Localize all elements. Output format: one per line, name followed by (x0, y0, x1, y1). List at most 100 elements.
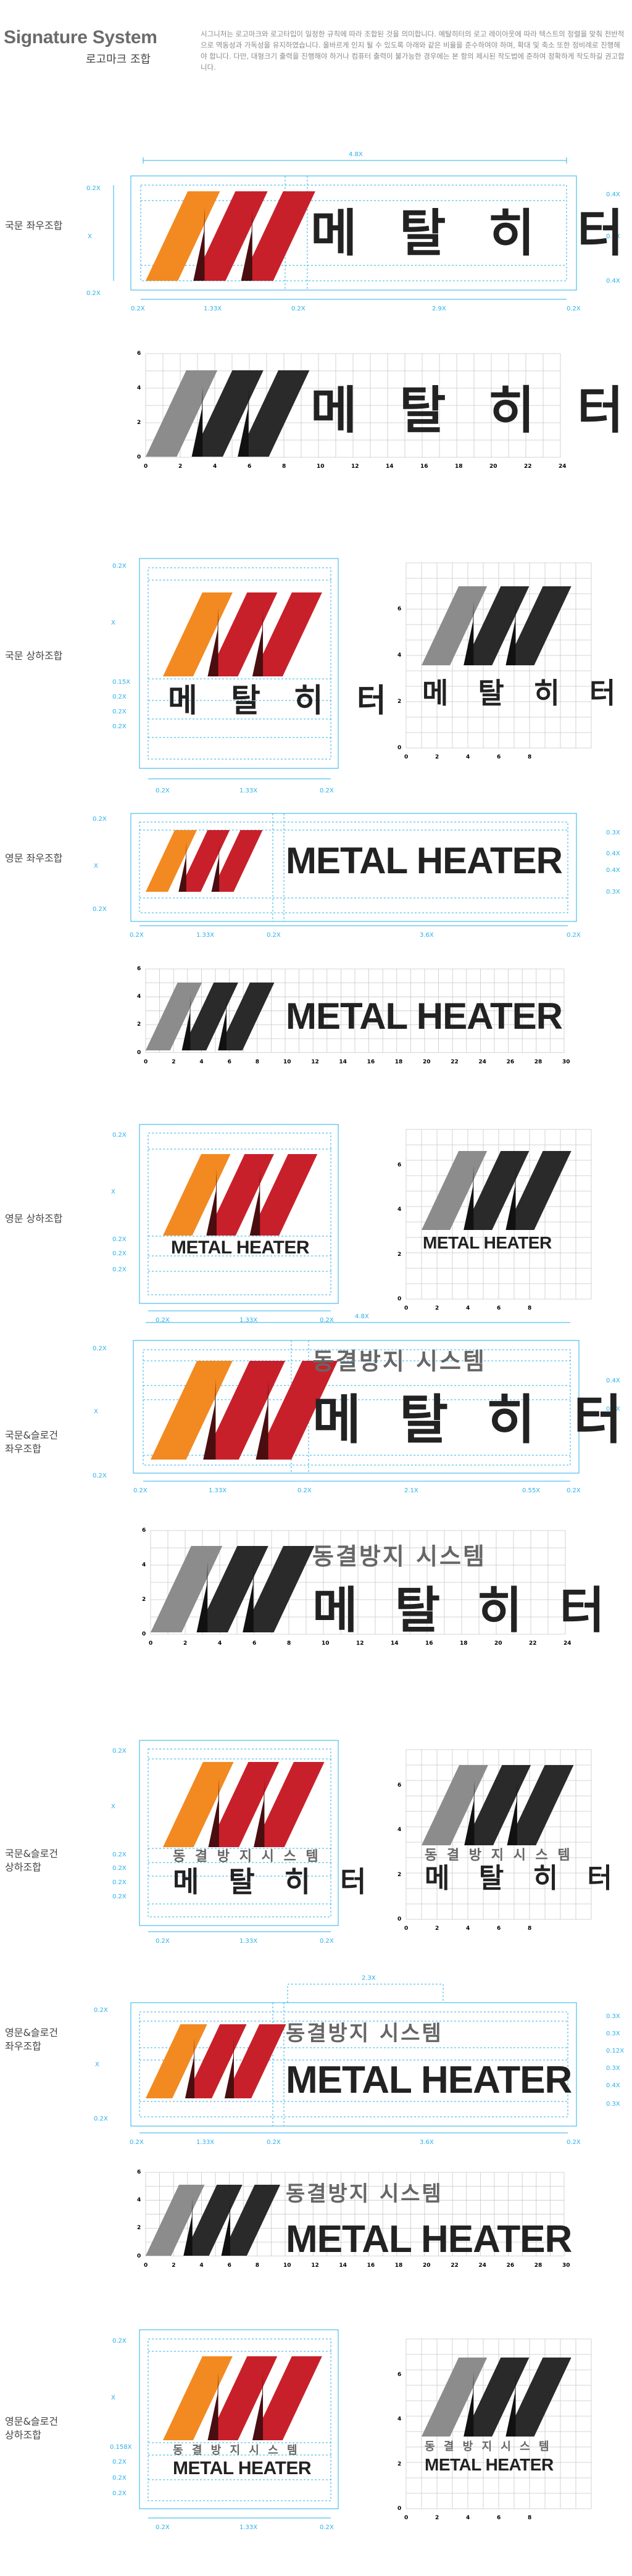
logo-mark-stroke (178, 830, 230, 892)
grid-y-tick: 6 (397, 606, 402, 612)
dimension-label: 0.2X (112, 2490, 127, 2497)
page-description: 시그니처는 로고마크와 로고타입이 일정한 규칙에 따라 조합된 것을 의미합니… (201, 30, 625, 72)
dimension-label: 0.2X (267, 932, 281, 939)
logo-mark-shadow (218, 994, 227, 1050)
guide-box-inner (139, 821, 568, 913)
logo-mark-stroke (464, 1151, 530, 1230)
grid-y-tick: 0 (137, 1049, 141, 1056)
grid-x-tick: 8 (528, 1926, 532, 1932)
guide-box-outer (139, 558, 339, 769)
dimension-label: 0.2X (86, 290, 101, 297)
grid-x-tick: 12 (356, 1640, 364, 1647)
dimension-label: 2.9X (432, 305, 446, 312)
grid-x-tick: 20 (494, 1640, 502, 1647)
dimension-label: 2.1X (404, 1487, 418, 1494)
dimension-label: 0.3X (606, 829, 620, 836)
logo-mark-stroke (505, 2358, 572, 2437)
grid-y-tick: 0 (137, 2253, 141, 2259)
grid-x-tick: 0 (149, 1640, 153, 1647)
logo-mark-stroke (191, 370, 264, 457)
dimension-label: X (111, 1189, 115, 1195)
logo-mark-shadow (183, 2197, 193, 2256)
grid-x-tick: 24 (559, 463, 567, 470)
dimension-label: 1.33X (239, 2524, 258, 2531)
logo-mark-mono (422, 586, 572, 665)
dimension-label: 0.2X (112, 708, 127, 715)
dimension-label: X (111, 2395, 115, 2401)
logo-mark-stroke (464, 2358, 530, 2437)
grid-x-tick: 14 (339, 1058, 347, 1065)
dimension-label: 0.2X (112, 2459, 127, 2466)
logo-mark-shadow (185, 2037, 195, 2098)
logo-mark-stroke (151, 1546, 223, 1632)
grid-x-tick: 4 (199, 2262, 204, 2269)
grid-y-tick: 0 (397, 1296, 402, 1302)
logo-mark-shadow (249, 1168, 260, 1236)
grid-x-tick: 0 (404, 1305, 409, 1311)
logo-mark-shadow (256, 1378, 268, 1460)
grid-y-tick: 6 (397, 1782, 402, 1789)
logo-mark-stroke (224, 2024, 286, 2098)
logo-mark-stroke (206, 1154, 274, 1236)
dimension-label: 0.2X (112, 1236, 127, 1243)
dimension-label: 0.3X (606, 2013, 620, 2020)
brand-name-kr-grid: 메 탈 히 터 (422, 676, 626, 710)
dimension-label: X (94, 1408, 98, 1415)
grid-x-tick: 18 (394, 1058, 403, 1065)
logo-mark-mono (146, 370, 310, 457)
brand-name-en: METAL HEATER (286, 2059, 572, 2101)
logo-mark-stroke (464, 586, 530, 665)
slogan-kr-grid: 동결방지 시스템 (286, 2182, 443, 2206)
dimension-label: 0.2X (297, 1487, 312, 1494)
dimension-label: 0.3X (606, 2065, 620, 2072)
logo-mark-shadow (252, 2371, 264, 2440)
logo-mark-shadow (243, 1561, 254, 1632)
dimension-label: 0.2X (112, 1851, 127, 1858)
grid-y-tick: 4 (397, 1207, 402, 1213)
dimension-label: 0.2X (93, 1345, 107, 1352)
dimension-label: 0.2X (567, 932, 581, 939)
dimension-label: 0.2X (130, 932, 144, 939)
grid-x-tick: 4 (199, 1058, 204, 1065)
dimension-label: 0.2X (112, 723, 127, 730)
logo-mark-stroke (208, 1762, 280, 1847)
grid-x-tick: 24 (563, 1640, 572, 1647)
logo-mark-shadow (464, 2372, 474, 2437)
dimension-label: 0.6X (606, 233, 620, 240)
guide-box-outer (139, 2329, 339, 2509)
section-label-en-slogan-vertical: 영문&슬로건 상하조합 (5, 2416, 59, 2441)
grid-x-tick: 4 (466, 2515, 470, 2521)
logo-mark-stroke (207, 2356, 278, 2440)
guide-box-outer (139, 1124, 339, 1304)
dimension-label: 0.2X (94, 2116, 108, 2122)
dimension-label: 0.2X (320, 1317, 334, 1324)
grid-y-tick: 4 (397, 652, 402, 659)
grid-x-tick: 24 (478, 1058, 486, 1065)
grid-y-tick: 4 (397, 1827, 402, 1833)
dimension-label: 0.2X (112, 1865, 127, 1872)
grid-x-tick: 18 (455, 463, 463, 470)
slogan-kr: 동 결 방 지 시 스 템 (173, 2444, 300, 2457)
section-label-kr-slogan-vertical: 국문&슬로건 상하조합 (5, 1848, 59, 1873)
dimension-label: 0.4X (606, 278, 620, 285)
logo-mark-shadow (193, 207, 205, 281)
dimension-label: 0.2X (112, 1748, 127, 1755)
grid-x-tick: 6 (497, 754, 501, 760)
logo-mark-stroke (238, 370, 310, 457)
grid-x-tick: 6 (227, 1058, 231, 1065)
grid-y-tick: 4 (137, 2197, 141, 2204)
dimension-label: 0.4X (606, 2082, 620, 2089)
grid-x-tick: 2 (435, 2515, 439, 2521)
grid-x-tick: 30 (562, 1058, 570, 1065)
grid-x-tick: 10 (283, 1058, 291, 1065)
logo-mark-stroke (196, 1546, 268, 1632)
dimension-label: 0.2X (112, 1893, 127, 1900)
logo-mark-stroke (256, 1361, 338, 1460)
logo-mark-mono (146, 983, 275, 1050)
grid-x-tick: 20 (423, 2262, 431, 2269)
logo-mark-mono (422, 1151, 572, 1230)
logo-mark-shadow (505, 1165, 516, 1230)
brand-name-en: METAL HEATER (286, 840, 563, 881)
grid-x-tick: 14 (339, 2262, 347, 2269)
logo-mark-stroke (505, 1151, 572, 1230)
